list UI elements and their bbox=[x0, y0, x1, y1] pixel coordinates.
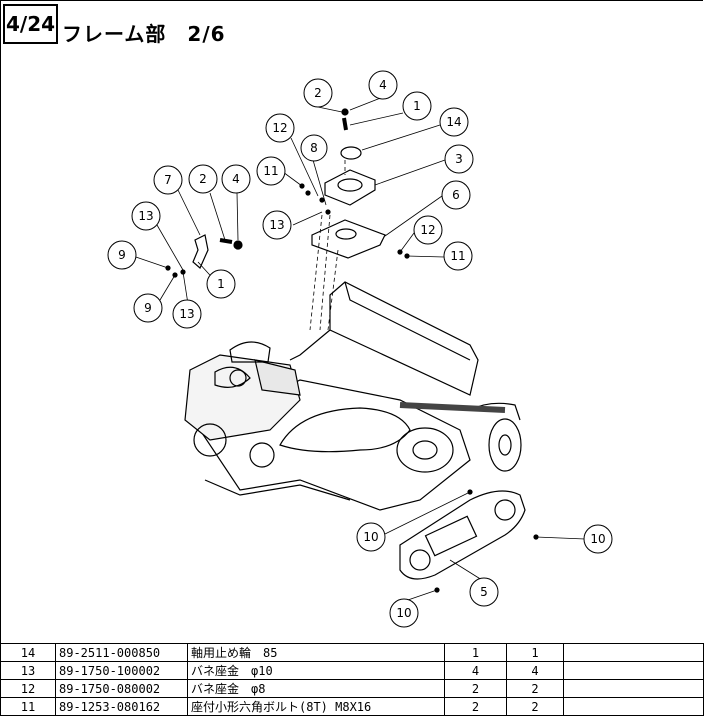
part-code: 89-1253-080162 bbox=[55, 697, 188, 716]
callout-11b: 11 bbox=[443, 241, 473, 271]
page-title: フレーム部 2/6 bbox=[62, 22, 226, 46]
svg-text:10: 10 bbox=[363, 530, 378, 544]
part-code: 89-2511-000850 bbox=[55, 643, 188, 662]
part-name: 座付小形六角ボルト(8T) M8X16 bbox=[187, 697, 445, 716]
callouts: 2 4 1 14 12 8 3 11 7 2 4 6 13 13 12 11 9… bbox=[107, 70, 613, 628]
callout-2b: 2 bbox=[188, 164, 218, 194]
quantity-1: 2 bbox=[444, 679, 507, 698]
svg-text:1: 1 bbox=[413, 99, 421, 113]
svg-text:2: 2 bbox=[314, 86, 322, 100]
svg-text:9: 9 bbox=[144, 301, 152, 315]
callout-3: 3 bbox=[444, 144, 474, 174]
remarks-cell bbox=[563, 643, 704, 662]
part-name: 軸用止め輪 85 bbox=[187, 643, 445, 662]
svg-text:13: 13 bbox=[138, 209, 153, 223]
svg-text:2: 2 bbox=[199, 172, 207, 186]
svg-text:4: 4 bbox=[232, 172, 240, 186]
svg-text:7: 7 bbox=[164, 173, 172, 187]
svg-text:11: 11 bbox=[450, 249, 465, 263]
part-number-index: 11 bbox=[0, 697, 56, 716]
callout-12a: 12 bbox=[265, 113, 295, 143]
part-code: 89-1750-100002 bbox=[55, 661, 188, 680]
quantity-2: 4 bbox=[506, 661, 564, 680]
callout-1a: 1 bbox=[402, 91, 432, 121]
callout-4a: 4 bbox=[368, 70, 398, 100]
quantity-1: 2 bbox=[444, 697, 507, 716]
callout-10b: 10 bbox=[583, 524, 613, 554]
svg-text:13: 13 bbox=[179, 307, 194, 321]
leader-lines bbox=[129, 96, 586, 602]
callout-1b: 1 bbox=[206, 269, 236, 299]
svg-text:14: 14 bbox=[446, 115, 461, 129]
machine-illustration bbox=[165, 108, 539, 593]
svg-text:12: 12 bbox=[420, 223, 435, 237]
remarks-cell bbox=[563, 661, 704, 680]
svg-text:10: 10 bbox=[396, 606, 411, 620]
exploded-parts-diagram: 2 4 1 14 12 8 3 11 7 2 4 6 13 13 12 11 9… bbox=[107, 70, 613, 628]
svg-text:4: 4 bbox=[379, 78, 387, 92]
callout-14: 14 bbox=[439, 107, 469, 137]
callout-11a: 11 bbox=[256, 156, 286, 186]
part-number-index: 13 bbox=[0, 661, 56, 680]
part-number-index: 14 bbox=[0, 643, 56, 662]
quantity-1: 4 bbox=[444, 661, 507, 680]
svg-text:1: 1 bbox=[217, 277, 225, 291]
callout-10a: 10 bbox=[356, 522, 386, 552]
svg-text:11: 11 bbox=[263, 164, 278, 178]
svg-text:6: 6 bbox=[452, 188, 460, 202]
part-name: バネ座金 φ10 bbox=[187, 661, 445, 680]
remarks-cell bbox=[563, 679, 704, 698]
page-number: 4/24 bbox=[5, 12, 56, 36]
quantity-1: 1 bbox=[444, 643, 507, 662]
svg-text:12: 12 bbox=[272, 121, 287, 135]
quantity-2: 1 bbox=[506, 643, 564, 662]
callout-13a: 13 bbox=[131, 201, 161, 231]
remarks-cell bbox=[563, 697, 704, 716]
svg-text:13: 13 bbox=[269, 218, 284, 232]
svg-text:9: 9 bbox=[118, 248, 126, 262]
callout-2a: 2 bbox=[303, 78, 333, 108]
page-number-box: 4/24 bbox=[3, 4, 58, 44]
callout-6: 6 bbox=[441, 180, 471, 210]
part-number-index: 12 bbox=[0, 679, 56, 698]
svg-text:8: 8 bbox=[310, 141, 318, 155]
callout-12b: 12 bbox=[413, 215, 443, 245]
quantity-2: 2 bbox=[506, 679, 564, 698]
svg-text:5: 5 bbox=[480, 585, 488, 599]
callout-9b: 9 bbox=[133, 293, 163, 323]
callout-4b: 4 bbox=[221, 164, 251, 194]
part-code: 89-1750-080002 bbox=[55, 679, 188, 698]
quantity-2: 2 bbox=[506, 697, 564, 716]
svg-text:3: 3 bbox=[455, 152, 463, 166]
callout-7: 7 bbox=[153, 165, 183, 195]
callout-13c: 13 bbox=[172, 299, 202, 329]
callout-10c: 10 bbox=[389, 598, 419, 628]
part-name: バネ座金 φ8 bbox=[187, 679, 445, 698]
callout-9a: 9 bbox=[107, 240, 137, 270]
svg-text:10: 10 bbox=[590, 532, 605, 546]
callout-8: 8 bbox=[300, 134, 328, 162]
callout-5: 5 bbox=[469, 577, 499, 607]
callout-13b: 13 bbox=[262, 210, 292, 240]
